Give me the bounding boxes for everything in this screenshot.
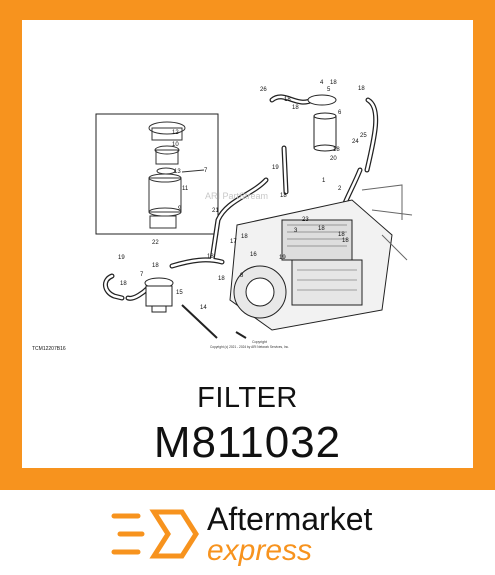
callout-label: 18 [241, 234, 248, 240]
callout-label: 18 [120, 281, 127, 287]
fuel-system-illustration: 4 18 26 18 18 5 6 18 12 10 13 11 9 7 25 … [32, 80, 413, 352]
watermark-text: ARI PartStream [205, 191, 268, 201]
product-panel: 4 18 26 18 18 5 6 18 12 10 13 11 9 7 25 … [22, 20, 473, 468]
product-name: FILTER [197, 382, 298, 414]
callout-label: 16 [250, 252, 257, 258]
callout-label: 18 [358, 86, 365, 92]
callout-label: 25 [360, 133, 367, 139]
callout-label: 19 [279, 255, 286, 261]
callout-label: 17 [230, 239, 237, 245]
callout-label: 19 [272, 165, 279, 171]
callout-label: 14 [200, 305, 207, 311]
part-number: M811032 [153, 418, 342, 467]
callout-label: 7 [140, 272, 144, 278]
callout-label: 18 [338, 232, 345, 238]
callout-label: 21 [212, 208, 219, 214]
copyright-line: Copyright (c) 2021 - 2024 by ARI Network… [210, 345, 289, 349]
figure-code: TCM12207B16 [32, 346, 66, 352]
callout-label: 5 [327, 87, 331, 93]
callout-label: 10 [172, 142, 179, 148]
callout-label: 18 [330, 80, 337, 86]
callout-label: 1 [322, 178, 326, 184]
callout-label: 22 [152, 240, 159, 246]
brand-footer [0, 490, 495, 575]
callout-label: 15 [176, 290, 183, 296]
callout-label: 13 [174, 169, 181, 175]
callout-label: 18 [280, 193, 287, 199]
callout-label: 18 [218, 276, 225, 282]
callout-label: 18 [333, 147, 340, 153]
callout-label: 23 [302, 217, 309, 223]
callout-label: 18 [292, 105, 299, 111]
hexagon-speed-icon [111, 509, 199, 559]
callout-label: 3 [294, 228, 298, 234]
brand-name-secondary: express [207, 534, 313, 567]
callout-label: 26 [260, 87, 267, 93]
callout-label: 8 [240, 273, 244, 279]
callout-label: 9 [178, 206, 182, 212]
callout-label: 2 [338, 186, 342, 192]
brand-name-primary: Aftermarket [207, 501, 373, 537]
callout-label: 12 [172, 130, 179, 136]
callout-label: 7 [204, 168, 208, 174]
callout-label: 19 [118, 255, 125, 261]
callout-label: 18 [318, 226, 325, 232]
callout-label: 18 [284, 97, 291, 103]
callout-label: 4 [320, 80, 324, 86]
callout-label: 11 [182, 186, 189, 192]
copyright-title: Copyright [252, 340, 267, 344]
callout-label: 6 [338, 110, 342, 116]
callout-label: 18 [152, 263, 159, 269]
callout-label: 20 [330, 156, 337, 162]
parts-diagram: 4 18 26 18 18 5 6 18 12 10 13 11 9 7 25 … [22, 20, 473, 375]
callout-label: 18 [342, 238, 349, 244]
callout-label: 24 [352, 139, 359, 145]
callout-label: 18 [207, 254, 214, 260]
